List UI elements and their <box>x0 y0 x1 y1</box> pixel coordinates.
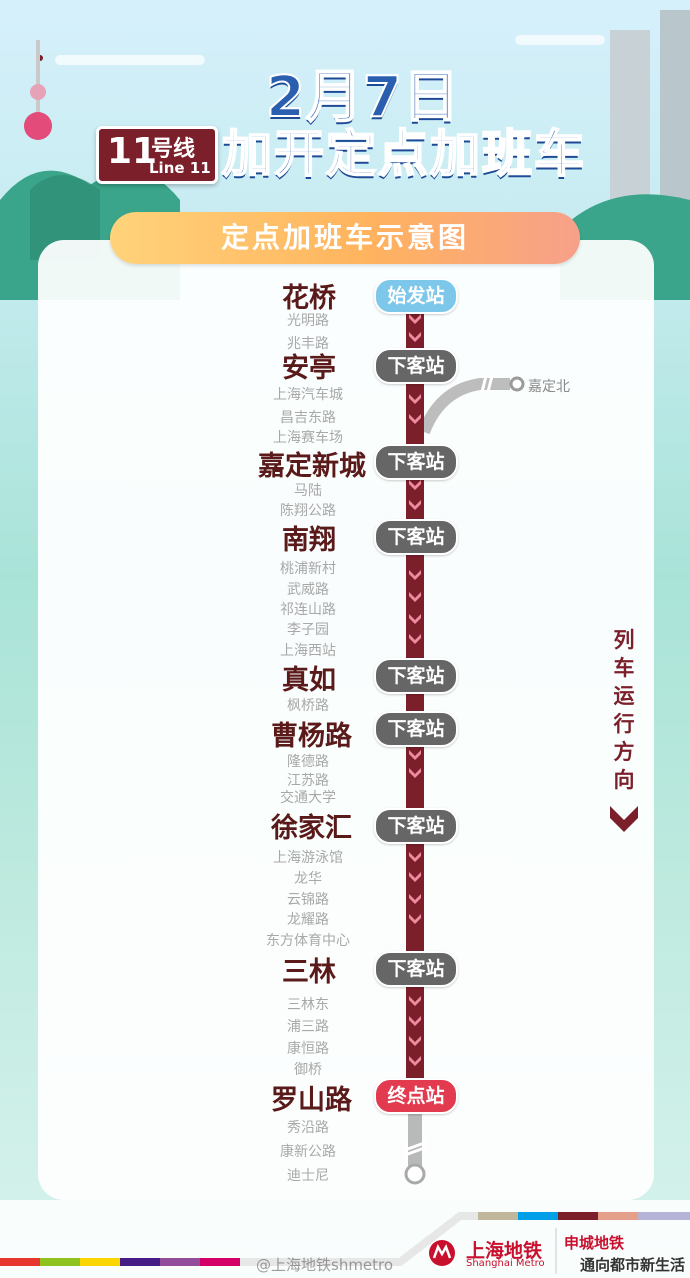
train-direction-label: 列 车 运 行 方 向 <box>610 626 638 838</box>
chevron-down-icon <box>409 852 421 862</box>
tag-alight-station: 下客站 <box>374 348 458 384</box>
tag-alight-station: 下客站 <box>374 711 458 747</box>
slogan-line-1: 申城地铁 <box>564 1234 625 1252</box>
line-number: 11 <box>107 131 158 172</box>
tag-start-station: 始发站 <box>374 278 458 314</box>
minor-station: 上海西站 <box>280 643 336 659</box>
minor-station: 康恒路 <box>287 1041 329 1057</box>
tag-terminal-station: 终点站 <box>374 1078 458 1114</box>
tag-alight-station: 下客站 <box>374 951 458 987</box>
station-jiadingxincheng: 嘉定新城 <box>258 451 366 482</box>
station-xujiahui: 徐家汇 <box>271 813 352 844</box>
minor-station: 上海赛车场 <box>273 430 343 446</box>
metro-logo-cn: 上海地铁 <box>466 1240 543 1262</box>
branch-station-label: 嘉定北 <box>528 379 570 395</box>
extension-break <box>404 1140 428 1156</box>
station-zhenru: 真如 <box>282 665 336 696</box>
chevron-down-icon <box>409 914 421 924</box>
minor-station: 武威路 <box>287 582 329 598</box>
chevron-down-icon <box>409 614 421 624</box>
station-sanlin: 三林 <box>282 957 336 988</box>
minor-station: 龙华 <box>294 871 322 887</box>
minor-station: 迪士尼 <box>287 1168 329 1184</box>
footer-decoration <box>0 1200 690 1278</box>
direction-char: 方 <box>613 740 635 764</box>
chevron-down-icon <box>409 872 421 882</box>
terminus-circle <box>404 1163 426 1185</box>
direction-char: 行 <box>613 712 635 736</box>
chevron-down-icon <box>409 332 421 342</box>
line-label-cn: 号线 <box>151 137 196 162</box>
chevron-down-icon <box>409 768 421 778</box>
tag-alight-station: 下客站 <box>374 519 458 555</box>
minor-station: 康新公路 <box>280 1144 336 1160</box>
station-nanxiang: 南翔 <box>282 525 336 556</box>
slogan-line-2: 通向都市新生活 <box>580 1256 686 1274</box>
station-luoshanlu: 罗山路 <box>271 1085 352 1116</box>
chevron-down-icon <box>409 414 421 424</box>
down-arrow-icon <box>610 806 638 832</box>
chevron-down-icon <box>409 314 421 324</box>
station-huaqiao: 花桥 <box>282 283 336 314</box>
minor-station: 上海汽车城 <box>273 387 343 403</box>
tag-alight-station: 下客站 <box>374 808 458 844</box>
minor-station: 龙耀路 <box>287 912 329 928</box>
direction-char: 运 <box>613 684 635 708</box>
title-main: 加开定点加班车 <box>221 124 586 184</box>
tag-alight-station: 下客站 <box>374 444 458 480</box>
chevron-down-icon <box>409 996 421 1006</box>
line-badge: 11 号线 Line 11 <box>96 126 218 184</box>
minor-station: 秀沿路 <box>287 1120 329 1136</box>
minor-station: 陈翔公路 <box>280 503 336 519</box>
direction-char: 列 <box>613 628 635 652</box>
station-caoyanglu: 曹杨路 <box>271 721 352 752</box>
minor-station: 东方体育中心 <box>266 933 350 949</box>
minor-station: 桃浦新村 <box>280 561 336 577</box>
minor-station: 云锦路 <box>287 892 329 908</box>
minor-station: 枫桥路 <box>287 698 329 714</box>
metro-logo-en: Shanghai Metro <box>466 1258 545 1269</box>
chevron-down-icon <box>409 570 421 580</box>
chevron-down-icon <box>409 750 421 760</box>
chevron-down-icon <box>409 894 421 904</box>
station-anting: 安亭 <box>282 353 336 384</box>
minor-station: 光明路 <box>287 313 329 329</box>
minor-station: 昌吉东路 <box>280 410 336 426</box>
banner-text: 定点加班车示意图 <box>220 221 469 254</box>
minor-station: 浦三路 <box>287 1019 329 1035</box>
direction-char: 向 <box>613 768 635 792</box>
diagram-card <box>38 240 654 1200</box>
chevron-down-icon <box>409 394 421 404</box>
minor-station: 交通大学 <box>280 790 336 806</box>
minor-station: 兆丰路 <box>287 336 329 352</box>
minor-station: 三林东 <box>287 997 329 1013</box>
minor-station: 祁连山路 <box>280 602 336 618</box>
minor-station: 隆德路 <box>287 754 329 770</box>
tag-alight-station: 下客站 <box>374 658 458 694</box>
title-date: 2月7日 <box>265 64 460 131</box>
minor-station: 江苏路 <box>287 773 329 789</box>
chevron-down-icon <box>409 1036 421 1046</box>
chevron-down-icon <box>409 634 421 644</box>
direction-char: 车 <box>613 656 635 680</box>
chevron-down-icon <box>409 1056 421 1066</box>
diagram-banner: 定点加班车示意图 <box>110 212 580 264</box>
chevron-down-icon <box>409 500 421 510</box>
chevron-down-icon <box>409 480 421 490</box>
chevron-down-icon <box>409 592 421 602</box>
minor-station: 马陆 <box>294 483 322 499</box>
line-label-en: Line 11 <box>149 159 211 177</box>
minor-station: 李子园 <box>287 622 329 638</box>
header-title: 2月7日 11 号线 Line 11 加开定点加班车 <box>0 48 690 188</box>
weibo-watermark: @上海地铁shmetro <box>256 1256 394 1274</box>
chevron-down-icon <box>409 1016 421 1026</box>
minor-station: 上海游泳馆 <box>273 850 343 866</box>
minor-station: 御桥 <box>294 1062 322 1078</box>
